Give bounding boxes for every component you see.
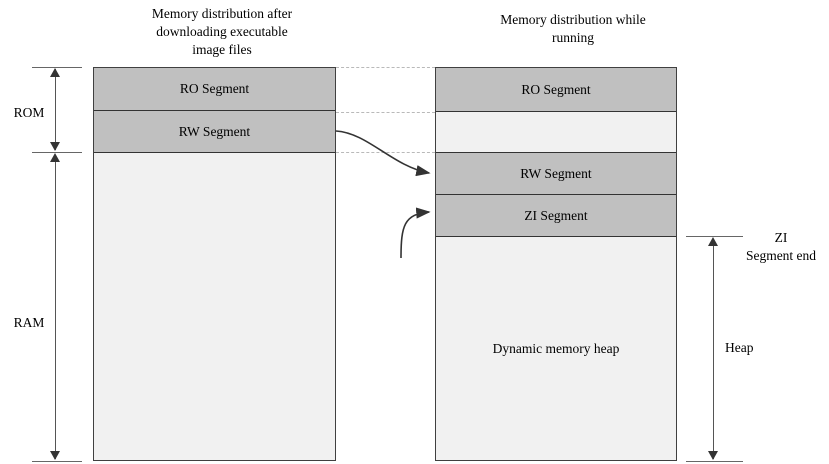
segment-zi-right: ZI Segment (436, 195, 676, 237)
connector-dotted-middle (336, 112, 435, 113)
right-panel-title: Memory distribution while running (500, 12, 646, 45)
left-panel-title: Memory distribution after downloading ex… (151, 6, 293, 57)
segment-gap-right (436, 112, 676, 153)
rom-arrowhead-down (50, 142, 60, 151)
segment-free-left (94, 153, 335, 460)
rom-dimension-line (55, 69, 56, 150)
ram-dimension-line (55, 155, 56, 459)
segment-rw-left: RW Segment (94, 111, 335, 153)
segment-ro-left: RO Segment (94, 68, 335, 111)
ram-tick-bottom (32, 461, 82, 462)
rom-arrowhead-up (50, 68, 60, 77)
heap-label: Heap (725, 340, 754, 355)
ram-arrowhead-up (50, 153, 60, 162)
rom-label: ROM (13, 105, 45, 120)
ram-label: RAM (13, 315, 45, 330)
heap-tick-bottom (686, 461, 743, 462)
heap-dimension-line (713, 239, 714, 459)
arrow-zi-creation (400, 207, 431, 259)
heap-tick-top (686, 236, 743, 237)
connector-dotted-bottom (336, 152, 435, 153)
memory-column-while-running: RO Segment RW Segment ZI Segment Dynamic… (435, 67, 677, 461)
heap-arrowhead-up (708, 237, 718, 246)
ram-arrowhead-down (50, 451, 60, 460)
rom-tick-bottom (32, 152, 82, 153)
segment-dynamic-heap: Dynamic memory heap (436, 237, 676, 460)
zi-segment-end-label: ZI Segment end (745, 230, 817, 263)
memory-column-after-download: RO Segment RW Segment (93, 67, 336, 461)
segment-rw-right: RW Segment (436, 153, 676, 195)
connector-dotted-top (336, 67, 435, 68)
heap-arrowhead-down (708, 451, 718, 460)
rom-tick-top (32, 67, 82, 68)
segment-ro-right: RO Segment (436, 68, 676, 112)
